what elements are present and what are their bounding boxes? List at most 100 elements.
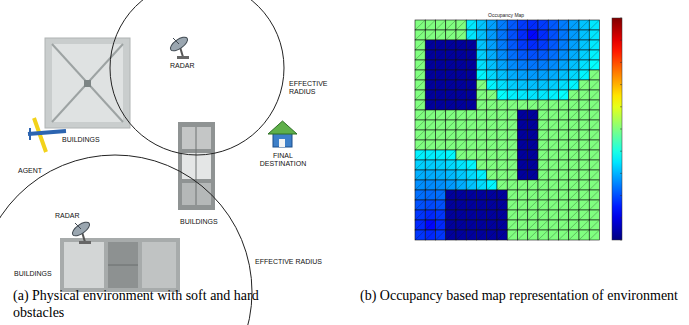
occupancy-cell [528,50,538,60]
mesh-line [436,20,446,30]
occupancy-cell [528,110,538,120]
mesh-line [487,180,497,190]
mesh-line [548,110,558,120]
occupancy-cell [477,170,487,180]
mesh-line [528,210,538,220]
mesh-line [579,30,589,40]
mesh-line [548,120,558,130]
mesh-line [487,50,497,60]
mesh-line [507,190,517,200]
mesh-line [477,50,487,60]
mesh-line [446,80,456,90]
radius-label: EFFECTIVE RADIUS [255,258,322,266]
occupancy-cell [507,20,517,30]
occupancy-cell [589,70,599,80]
occupancy-cell [538,190,548,200]
occupancy-cell [415,130,425,140]
mesh-line [528,40,538,50]
occupancy-cell [559,70,569,80]
mesh-line [456,130,466,140]
occupancy-cell [425,160,435,170]
occupancy-cell [538,80,548,90]
mesh-line [518,220,528,230]
mesh-line [548,100,558,110]
occupancy-cell [579,50,589,60]
mesh-line [579,140,589,150]
occupancy-cell [579,120,589,130]
occupancy-cell [436,150,446,160]
mesh-line [518,20,528,30]
occupancy-cell [569,180,579,190]
mesh-line [456,200,466,210]
occupancy-cell [497,150,507,160]
occupancy-cell [446,210,456,220]
occupancy-cell [518,20,528,30]
house-icon [268,121,297,147]
occupancy-cell [528,130,538,140]
mesh-line [538,140,548,150]
mesh-line [579,220,589,230]
occupancy-cell [589,220,599,230]
mesh-line [507,70,517,80]
occupancy-cell [477,20,487,30]
occupancy-cell [446,220,456,230]
occupancy-cell [466,40,476,50]
mesh-line [466,230,476,240]
mesh-line [569,80,579,90]
mesh-line [548,220,558,230]
mesh-line [497,60,507,70]
mesh-line [579,70,589,80]
occupancy-cell [579,20,589,30]
mesh-line [559,190,569,200]
occupancy-cell [425,30,435,40]
mesh-line [487,220,497,230]
occupancy-cell [507,50,517,60]
mesh-line [436,230,446,240]
occupancy-cell [518,40,528,50]
occupancy-cell [477,50,487,60]
mesh-line [569,30,579,40]
mesh-line [589,110,599,120]
mesh-line [446,180,456,190]
mesh-line [579,200,589,210]
mesh-line [466,100,476,110]
mesh-line [456,80,466,90]
occupancy-cell [436,110,446,120]
building-photo [178,122,215,210]
occupancy-cell [497,210,507,220]
mesh-line [436,40,446,50]
occupancy-cell [466,180,476,190]
mesh-line [436,130,446,140]
mesh-line [497,120,507,130]
occupancy-cell [446,20,456,30]
occupancy-cell [589,140,599,150]
mesh-line [548,50,558,60]
occupancy-cell [559,200,569,210]
occupancy-cell [548,80,558,90]
mesh-line [548,30,558,40]
occupancy-cell [528,20,538,30]
mesh-line [548,140,558,150]
occupancy-cell [477,160,487,170]
occupancy-cell [425,100,435,110]
mesh-line [487,80,497,90]
occupancy-cell [518,230,528,240]
mesh-line [425,40,435,50]
mesh-line [415,20,425,30]
occupancy-cell [456,40,466,50]
mesh-line [589,220,599,230]
occupancy-cell [477,30,487,40]
mesh-line [477,230,487,240]
mesh-line [528,30,538,40]
occupancy-cell [466,140,476,150]
occupancy-cell [456,220,466,230]
mesh-line [528,150,538,160]
mesh-line [436,210,446,220]
mesh-line [589,40,599,50]
mesh-line [548,80,558,90]
mesh-line [466,90,476,100]
occupancy-cell [528,90,538,100]
mesh-line [456,90,466,100]
occupancy-cell [548,70,558,80]
mesh-line [559,90,569,100]
